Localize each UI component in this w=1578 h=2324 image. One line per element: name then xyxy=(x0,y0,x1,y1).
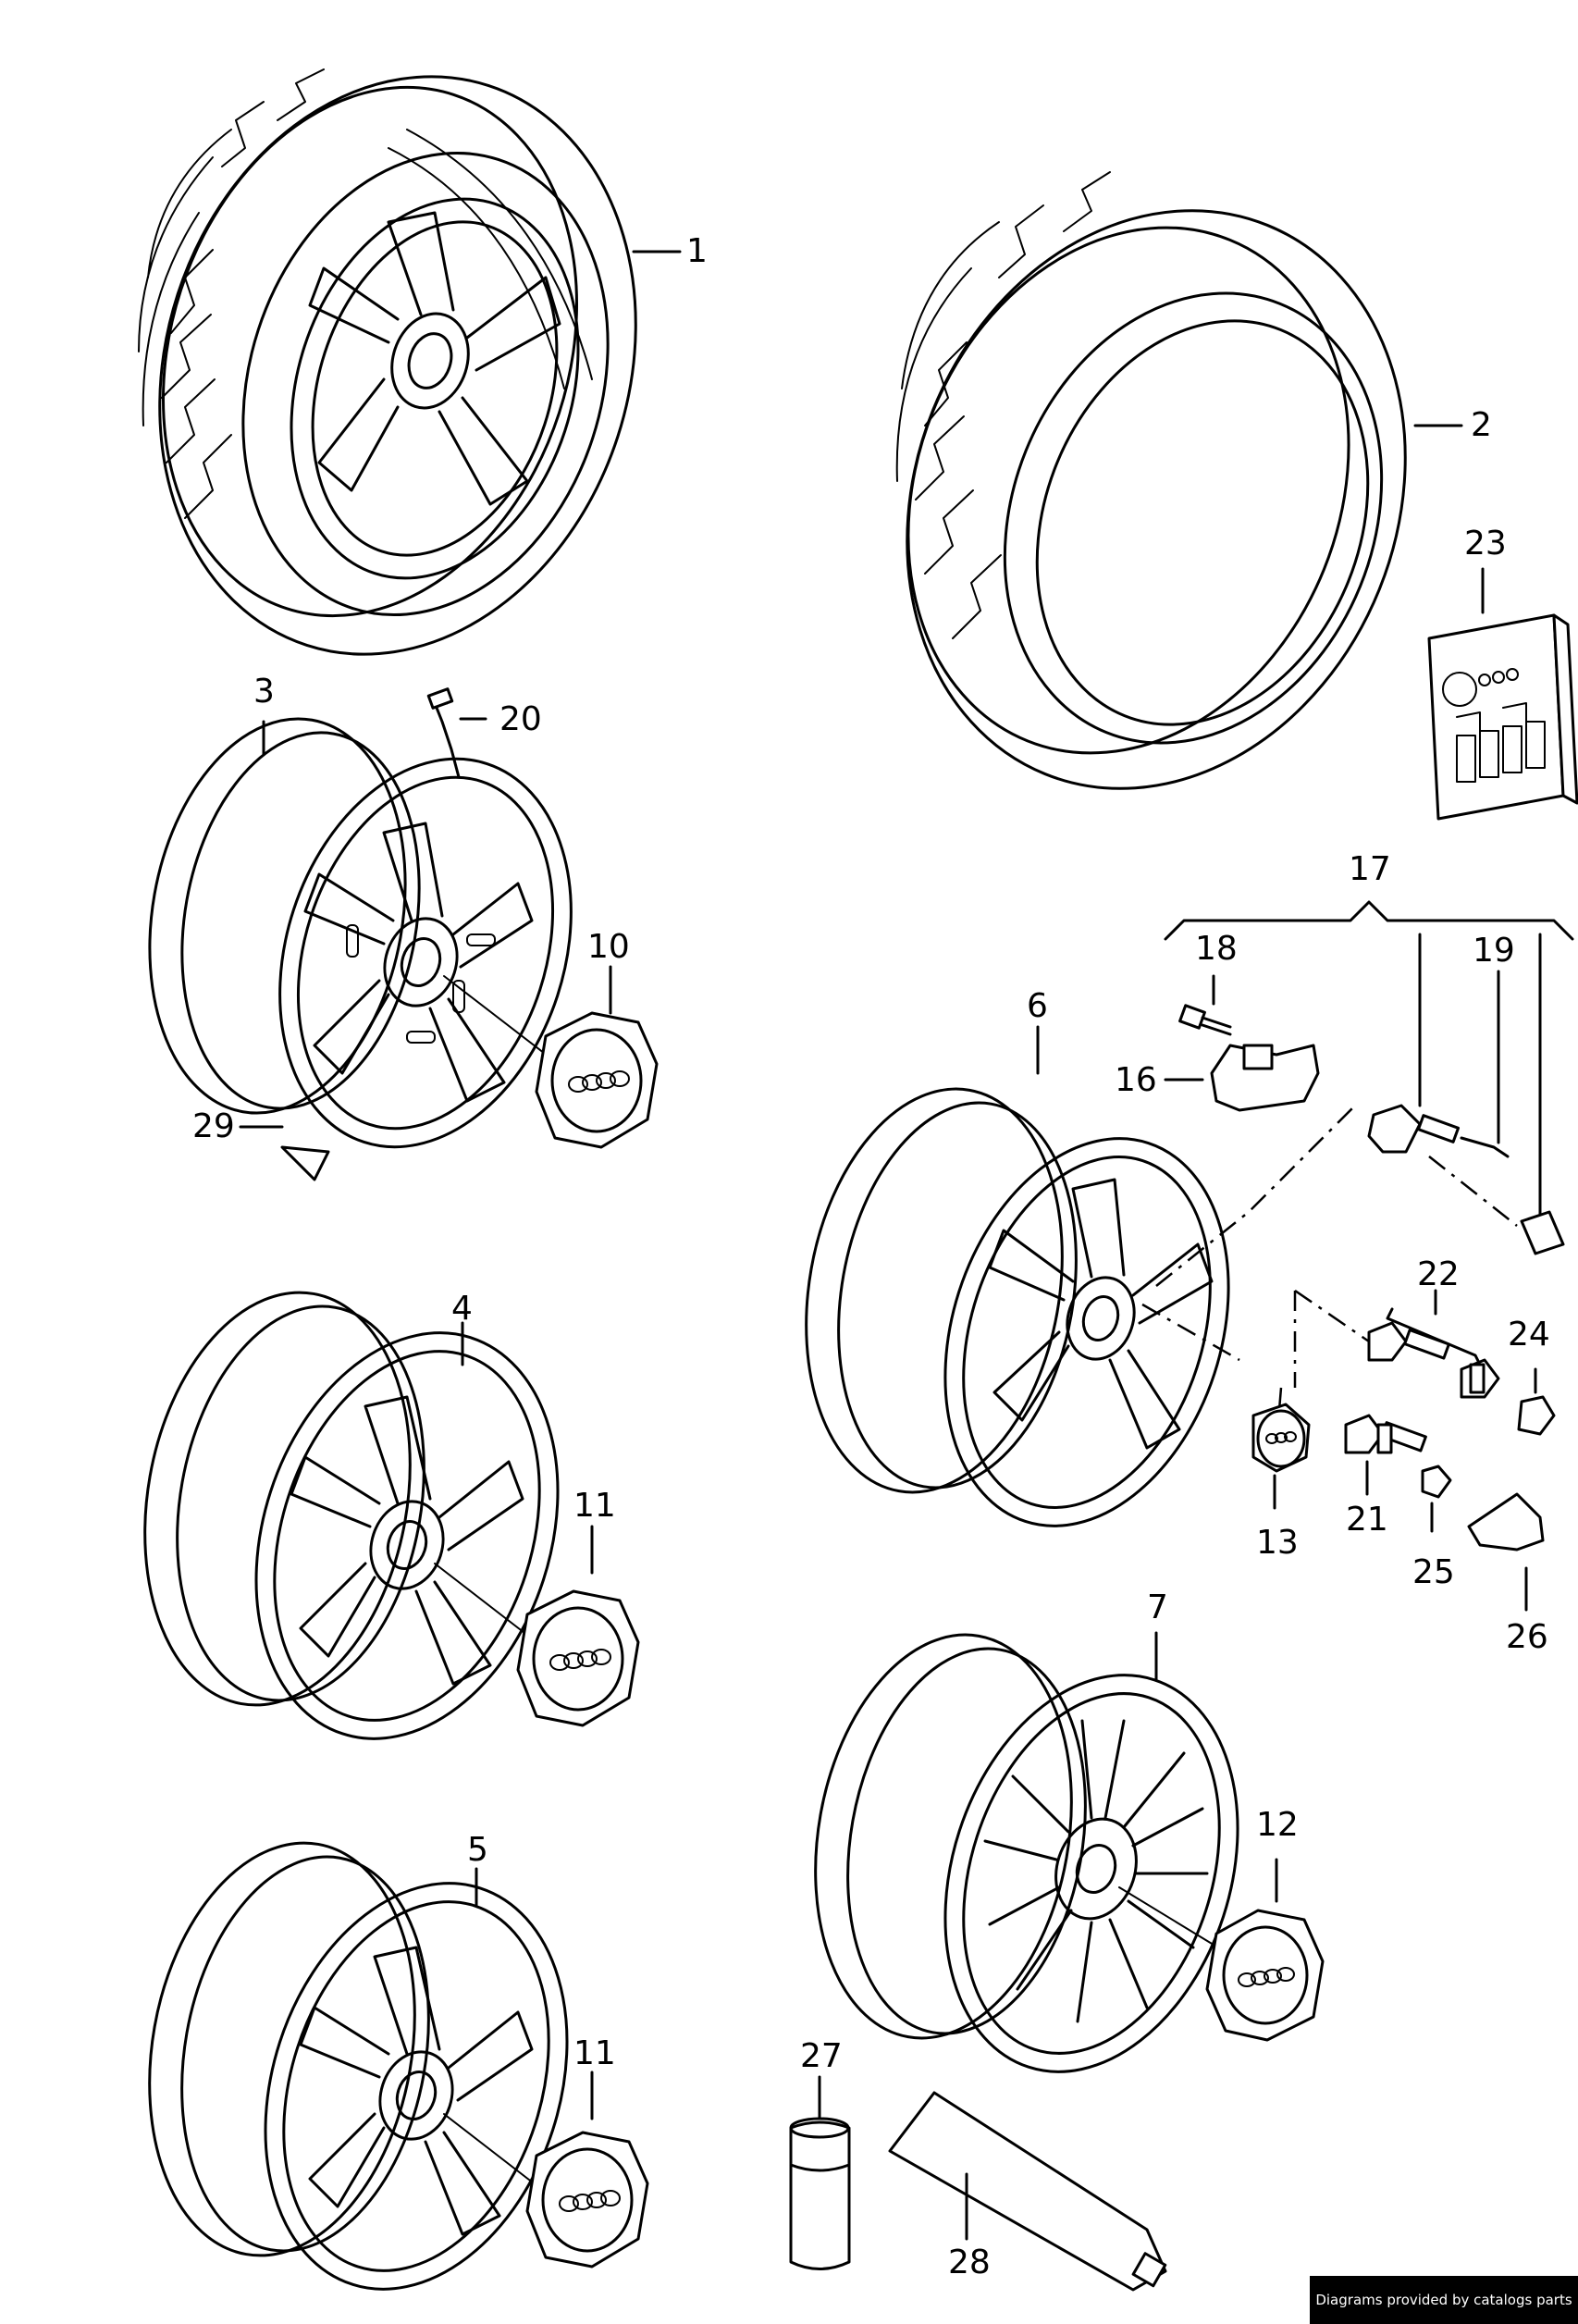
complete-wheel-tire xyxy=(138,68,682,656)
center-cap-10 xyxy=(535,965,659,1149)
callout-4: 4 xyxy=(451,1290,473,1328)
callout-7: 7 xyxy=(1147,1588,1168,1626)
callout-16: 16 xyxy=(1115,1061,1157,1099)
alloy-wheel-5 xyxy=(148,1841,569,2291)
callout-5: 5 xyxy=(467,1831,488,1869)
callout-10: 10 xyxy=(587,928,630,966)
center-cap-11b xyxy=(525,2071,649,2268)
center-cap-11a xyxy=(516,1525,640,1727)
callout-18: 18 xyxy=(1195,930,1238,968)
wheel-bolt-package xyxy=(1427,567,1578,821)
container-27 xyxy=(789,2075,851,2270)
callout-2: 2 xyxy=(1471,406,1492,444)
callout-1: 1 xyxy=(686,232,708,270)
center-cap-12 xyxy=(1205,1858,1325,2042)
callout-11-lower: 11 xyxy=(573,2034,616,2072)
alloy-wheel-6 xyxy=(805,1025,1356,1527)
callout-23: 23 xyxy=(1464,525,1507,562)
callout-28: 28 xyxy=(948,2244,991,2281)
alloy-wheel-7 xyxy=(814,1631,1239,2073)
tube-28 xyxy=(888,2091,1167,2292)
callout-13: 13 xyxy=(1256,1524,1299,1562)
tpms-sensor-parts xyxy=(1164,933,1565,1255)
callout-24: 24 xyxy=(1508,1316,1550,1354)
callout-6: 6 xyxy=(1027,987,1048,1025)
callout-27: 27 xyxy=(800,2037,843,2075)
callout-21: 21 xyxy=(1346,1501,1388,1539)
callout-19: 19 xyxy=(1473,932,1515,970)
center-cap-13 xyxy=(1251,1403,1311,1510)
callout-11-upper: 11 xyxy=(573,1487,616,1525)
tire xyxy=(895,171,1463,790)
callout-25: 25 xyxy=(1412,1553,1455,1591)
callout-22: 22 xyxy=(1417,1255,1460,1293)
alloy-wheel-4 xyxy=(143,1291,560,1740)
callout-3: 3 xyxy=(253,673,275,711)
callout-17: 17 xyxy=(1349,850,1391,888)
callout-12: 12 xyxy=(1256,1806,1299,1844)
callout-20: 20 xyxy=(499,700,542,738)
tpms-bracket-17 xyxy=(1164,900,1574,941)
callout-26: 26 xyxy=(1506,1618,1548,1656)
callout-29: 29 xyxy=(192,1107,235,1145)
wheel-bolts-and-accessories xyxy=(1275,1289,1556,1612)
credit-banner: Diagrams provided by catalogs parts xyxy=(1310,2276,1578,2324)
